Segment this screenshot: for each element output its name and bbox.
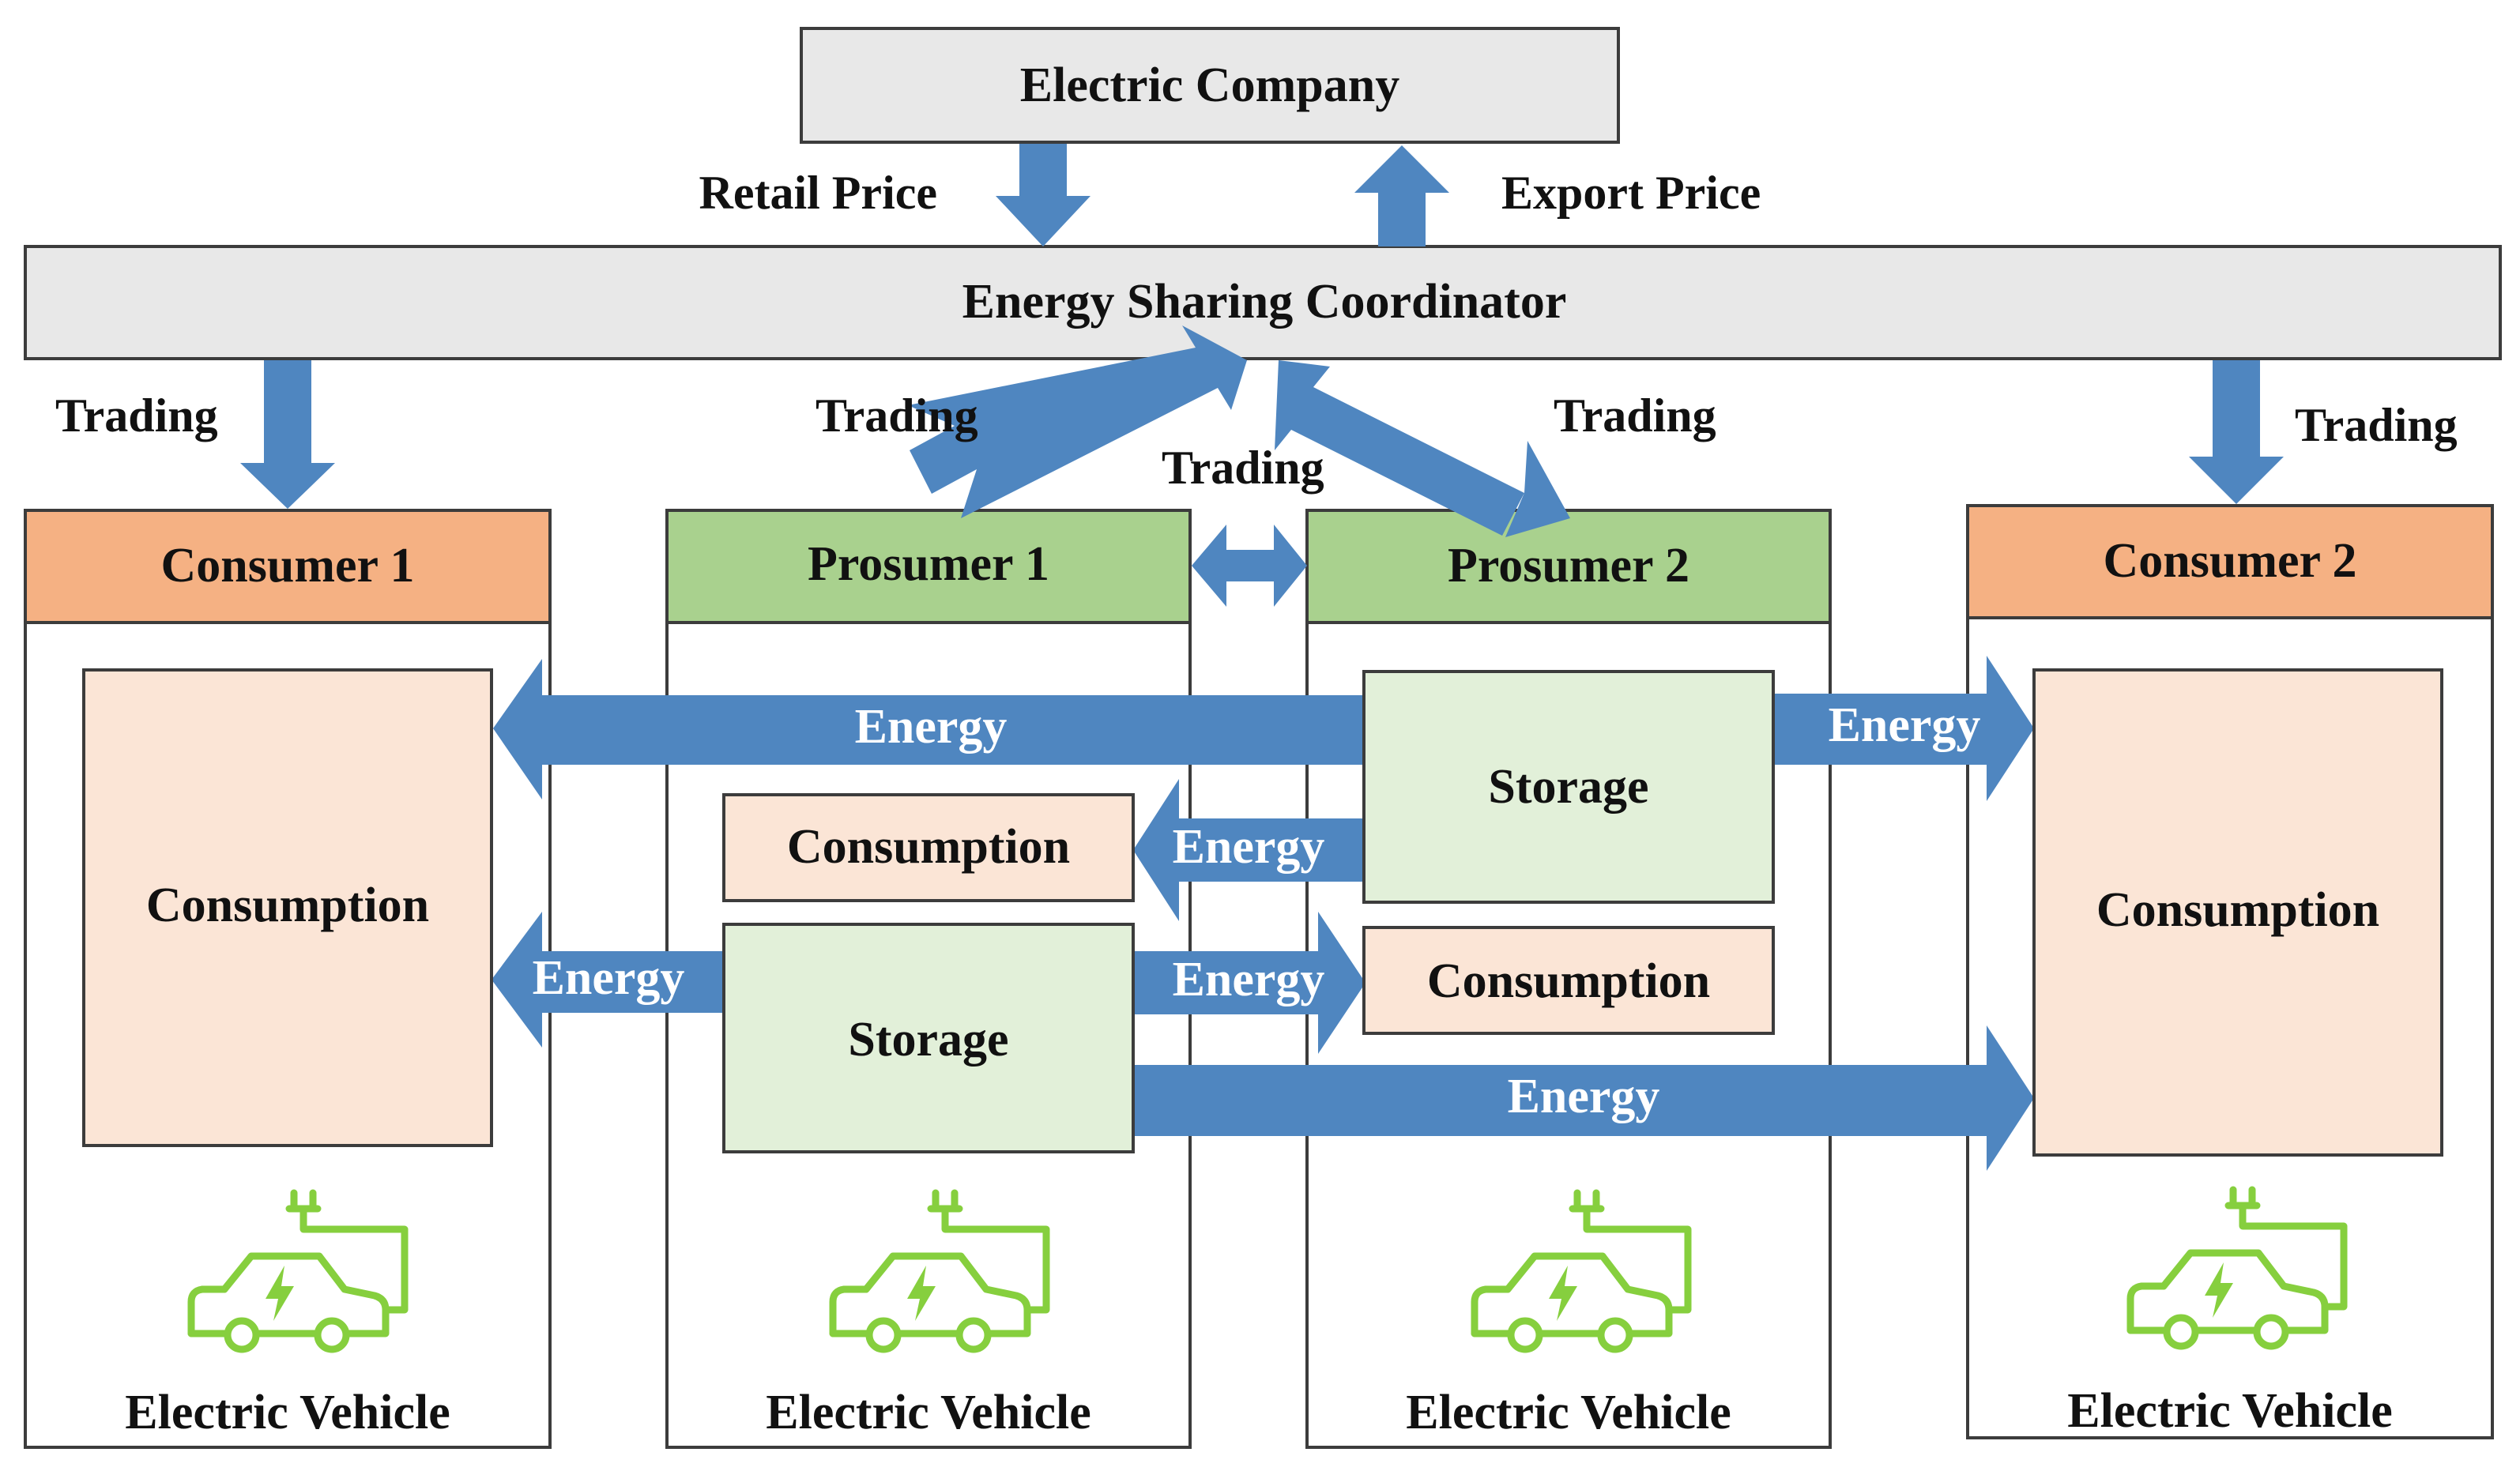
consumer2-ev-label: Electric Vehicle: [2067, 1384, 2392, 1438]
trading-arrow-prosumers: [1192, 525, 1307, 607]
retail-price-label: Retail Price: [699, 167, 938, 219]
coordinator-label: Energy Sharing Coordinator: [962, 275, 1567, 329]
prosumer2-storage-box: [1362, 670, 1775, 904]
trading-label-center: Trading: [1162, 442, 1324, 494]
prosumer2-title: Prosumer 2: [1448, 539, 1689, 593]
energy-arrow-storage2-to-consumer2: [1773, 656, 2034, 801]
prosumer1-ev-label: Electric Vehicle: [766, 1386, 1090, 1439]
consumer1-header: [24, 509, 552, 624]
prosumer2-consumption-box: [1362, 926, 1775, 1035]
consumer2-title: Consumer 2: [2104, 534, 2357, 588]
consumer1-title: Consumer 1: [161, 539, 415, 593]
consumer2-consumption-box: [2032, 668, 2443, 1157]
consumer2-header: [1966, 504, 2494, 619]
trading-label-prosumer1: Trading: [816, 389, 978, 442]
consumer2-consumption-label: Consumption: [2096, 883, 2379, 937]
prosumer1-storage-box: [722, 923, 1135, 1153]
energy-arrow-storage1-to-consumer2: [1133, 1025, 2034, 1171]
prosumer1-consumption-label: Consumption: [787, 820, 1070, 874]
electric-company-box: [800, 27, 1620, 144]
prosumer2-ev-label: Electric Vehicle: [1406, 1386, 1731, 1439]
energy-label-4: Energy: [533, 951, 685, 1005]
trading-label-consumer2: Trading: [2295, 399, 2458, 451]
energy-label-2: Energy: [1829, 698, 1981, 752]
energy-arrow-storage1-to-consumer1: [492, 912, 724, 1048]
prosumer1-storage-label: Storage: [848, 1013, 1008, 1067]
energy-label-5: Energy: [1173, 953, 1325, 1006]
energy-label-6: Energy: [1508, 1070, 1660, 1123]
prosumer1-title: Prosumer 1: [808, 537, 1049, 591]
trading-label-prosumer2: Trading: [1554, 389, 1716, 442]
trading-arrow-prosumer2: [1275, 360, 1570, 537]
retail-price-arrow: [996, 144, 1090, 246]
prosumer1-header: [665, 509, 1192, 624]
trading-arrow-consumer1: [240, 360, 335, 509]
prosumer2-storage-label: Storage: [1488, 760, 1648, 814]
energy-arrow-storage2-to-consumption1: [1133, 779, 1364, 921]
prosumer2-header: [1305, 509, 1832, 624]
export-price-label: Export Price: [1501, 167, 1761, 219]
trading-arrow-prosumer1: [908, 325, 1247, 518]
trading-arrow-consumer2: [2189, 360, 2284, 504]
prosumer2-consumption-label: Consumption: [1427, 954, 1710, 1008]
energy-arrow-storage2-to-consumer1: [493, 659, 1364, 799]
export-price-arrow: [1354, 145, 1449, 246]
energy-arrow-storage1-to-consumption2: [1133, 912, 1365, 1054]
consumer1-consumption-label: Consumption: [146, 878, 429, 932]
electric-company-label: Electric Company: [1020, 58, 1399, 112]
consumer1-consumption-box: [82, 668, 493, 1147]
prosumer1-consumption-box: [722, 793, 1135, 902]
coordinator-box: [24, 245, 2502, 360]
energy-label-3: Energy: [1173, 820, 1325, 874]
trading-label-consumer1: Trading: [55, 389, 218, 442]
energy-label-1: Energy: [855, 700, 1008, 754]
consumer1-ev-label: Electric Vehicle: [125, 1386, 450, 1439]
